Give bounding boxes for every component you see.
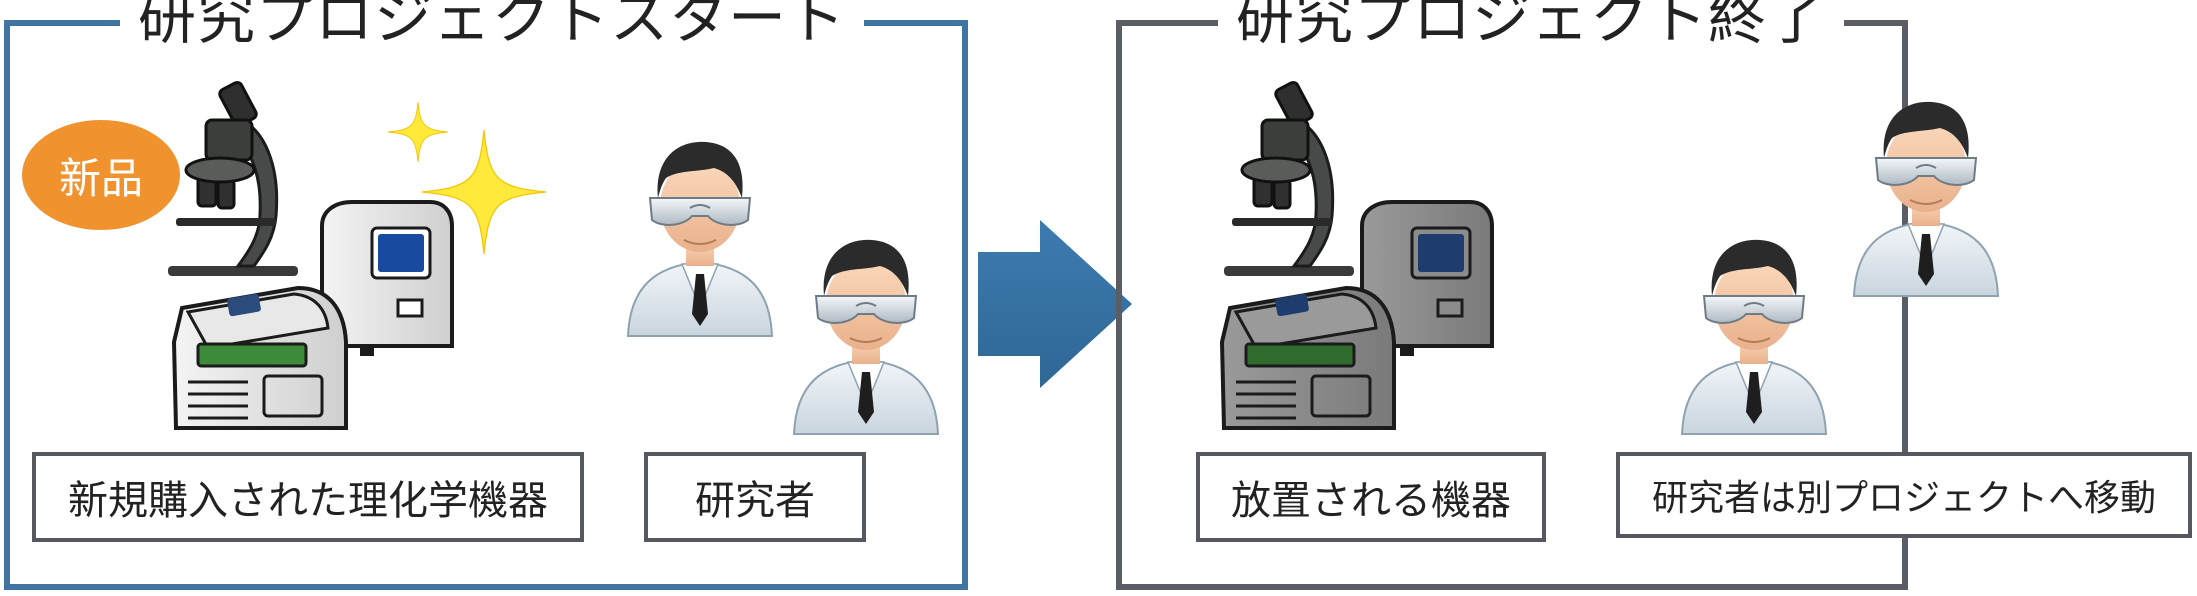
lab-machine-icon bbox=[172, 286, 348, 430]
start-panel-title: 研究プロジェクトスタート bbox=[120, 0, 865, 60]
new-equipment-label: 新規購入された理化学機器 bbox=[32, 452, 584, 542]
researcher-moved-label: 研究者は別プロジェクトへ移動 bbox=[1616, 452, 2192, 538]
new-badge: 新品 bbox=[22, 120, 180, 230]
microscope-icon bbox=[166, 79, 300, 278]
researcher-icon bbox=[1681, 238, 1827, 435]
end-panel: 研究プロジェクト終了 bbox=[1116, 0, 1908, 590]
researcher-icon bbox=[1853, 100, 1999, 297]
researcher-icon bbox=[627, 140, 773, 337]
right-arrow-icon bbox=[978, 220, 1132, 388]
end-panel-title: 研究プロジェクト終了 bbox=[1218, 0, 1845, 60]
researcher-icon bbox=[793, 238, 939, 435]
idle-equipment-label: 放置される機器 bbox=[1196, 452, 1546, 542]
lab-machine-icon bbox=[1220, 286, 1396, 430]
researcher-label: 研究者 bbox=[644, 452, 866, 542]
start-panel: 研究プロジェクトスタート bbox=[4, 0, 968, 590]
